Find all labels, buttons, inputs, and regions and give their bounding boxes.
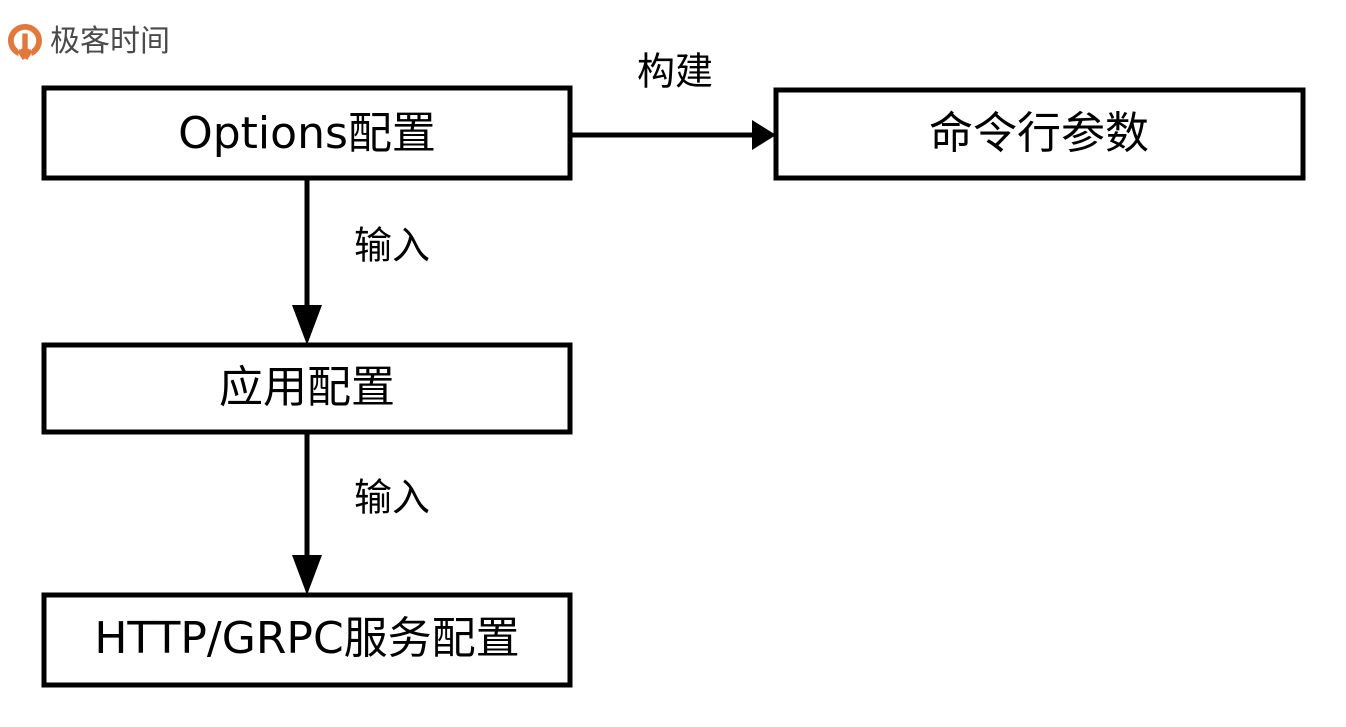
node-box-appconfig[interactable] <box>41 342 573 435</box>
node-command-line-args[interactable]: 命令行参数 <box>773 87 1306 181</box>
edge-appconfig-to-svcconfig: 输入 <box>292 432 430 595</box>
edge-label-build: 构建 <box>637 50 713 94</box>
node-label-options: Options配置 <box>178 108 436 159</box>
node-box-options[interactable] <box>41 85 573 181</box>
node-label-cmdargs: 命令行参数 <box>929 108 1149 159</box>
node-label-appconfig: 应用配置 <box>219 362 395 413</box>
watermark-brand-text: 极客时间 <box>50 24 170 59</box>
arrowhead-down-icon <box>292 305 322 345</box>
edge-options-to-cmdargs: 构建 <box>570 50 776 150</box>
node-options-config[interactable]: Options配置 <box>41 85 573 181</box>
edge-label-input-upper: 输入 <box>354 224 430 268</box>
node-box-svcconfig[interactable] <box>41 592 573 688</box>
watermark: 极客时间 <box>6 22 170 62</box>
edge-options-to-appconfig: 输入 <box>292 178 430 345</box>
node-label-svcconfig: HTTP/GRPC服务配置 <box>94 613 519 664</box>
node-box-cmdargs[interactable] <box>773 87 1306 181</box>
geekbang-logo-icon <box>8 24 42 60</box>
edge-label-input-lower: 输入 <box>354 476 430 520</box>
node-app-config[interactable]: 应用配置 <box>41 342 573 435</box>
node-http-grpc-service-config[interactable]: HTTP/GRPC服务配置 <box>41 592 573 688</box>
arrowhead-down-icon-lower <box>292 555 322 595</box>
arrowhead-right-icon <box>752 120 776 150</box>
